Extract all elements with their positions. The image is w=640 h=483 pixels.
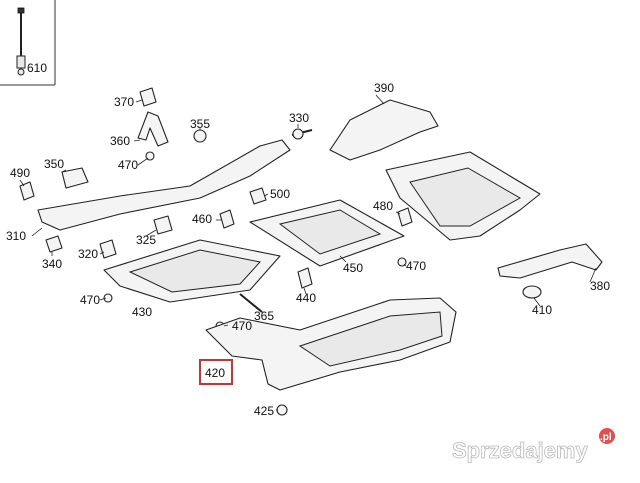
part-410-nut [522,285,542,299]
label-340: 340 [42,257,62,271]
part-side-rail [37,139,291,231]
part-490-clip [19,181,35,201]
label-500: 500 [270,187,290,201]
part-320-clip [99,239,117,259]
part-390-bracket [329,99,439,161]
label-480: 480 [373,199,393,213]
part-450-panel-inner [278,209,382,255]
label-355: 355 [190,117,210,131]
part-480-clip [397,207,413,227]
label-430: 430 [132,305,152,319]
label-320: 320 [78,247,98,261]
label-460: 460 [192,212,212,226]
part-labels: 610 370 390 355 330 360 350 470 490 500 … [6,61,610,418]
label-470-d: 470 [80,293,100,307]
part-420-cover-ridge [298,311,443,367]
part-325-clip [153,215,173,235]
label-410: 410 [532,303,552,317]
part-340-clip [45,235,63,253]
label-425: 425 [254,404,274,418]
label-440: 440 [296,291,316,305]
highlight-box-420 [199,359,233,385]
part-360-bracket [137,111,169,147]
corner-frame [0,0,56,86]
part-380-rail [497,243,603,279]
part-500-clip [249,187,267,205]
label-365: 365 [254,309,274,323]
part-430-panel-inner [128,249,261,293]
label-350: 350 [44,157,64,171]
part-tray-inner [409,167,522,227]
watermark-text: Sprzedajemy [452,438,588,463]
part-425-nut [276,404,288,416]
label-330: 330 [289,111,309,125]
part-350-block [61,167,89,189]
part-370-clip [139,87,157,107]
label-490: 490 [10,166,30,180]
label-610: 610 [27,61,47,75]
label-310: 310 [6,229,26,243]
leader-lines [19,94,597,411]
watermark-suffix: .pl [600,432,612,443]
label-360: 360 [110,134,130,148]
part-355-nut [193,129,207,143]
watermark: Sprzedajemy .pl [452,428,615,463]
label-450: 450 [343,261,363,275]
label-420: 420 [205,366,225,380]
part-460-clip [219,209,235,229]
part-330-screw [291,128,313,140]
label-470-a: 470 [118,158,138,172]
label-470-b: 470 [406,259,426,273]
label-325: 325 [136,233,156,247]
part-440-clip [297,267,313,289]
part-365-rod [239,293,263,313]
label-370: 370 [114,95,134,109]
label-470-c: 470 [232,319,252,333]
watermark-dot-icon [599,428,615,444]
label-380: 380 [590,279,610,293]
label-390: 390 [374,81,394,95]
part-610-bolt [16,7,26,76]
